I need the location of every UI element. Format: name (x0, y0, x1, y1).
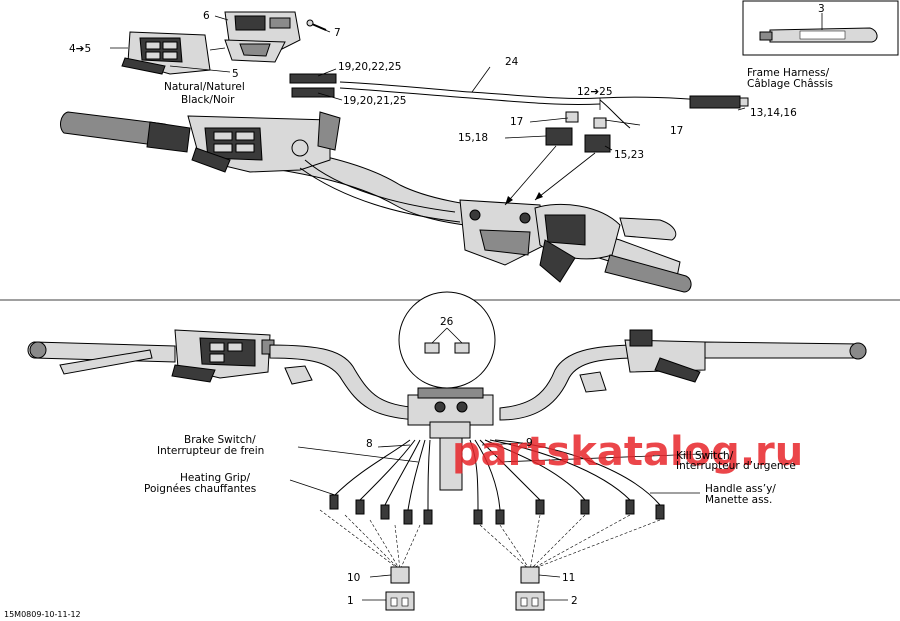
callout-24: 24 (505, 56, 519, 68)
label-heating-grip-line1: Heating Grip/ (180, 472, 251, 484)
left-switch-housing-top (187, 111, 341, 173)
terminal-right (454, 342, 470, 354)
switch-exploded-top-left (121, 11, 327, 75)
label-frame-harness-line2: Câblage Châssis (747, 78, 833, 90)
harness-cable (339, 81, 701, 101)
terminal-left (424, 342, 440, 354)
right-grip-top (604, 254, 692, 293)
inset-box-3 (742, 0, 899, 56)
connector-15-18 (545, 127, 573, 146)
callout-26: 26 (440, 316, 454, 328)
label-handle-assy-line2: Manette ass. (705, 494, 772, 506)
leader-lines (110, 15, 746, 601)
right-throttle-bottom (624, 329, 706, 383)
switch-back-plate (224, 39, 286, 63)
label-brake-switch-line2: Interrupteur de frein (157, 445, 264, 457)
left-switch-bottom (171, 329, 275, 383)
wiring-harness-top (289, 73, 749, 206)
screw-7 (306, 19, 327, 31)
socket-11 (520, 566, 540, 584)
natural-connector (289, 73, 337, 84)
right-throttle-housing-top (534, 203, 677, 283)
callout-6: 6 (203, 10, 210, 22)
housing-1 (385, 591, 415, 611)
callout-1: 1 (347, 595, 354, 607)
callout-10: 10 (347, 572, 360, 584)
frame-harness-connector (689, 95, 741, 109)
center-clamp-bottom (407, 387, 494, 491)
labels: 6 7 4➔5 5 19,20,22,25 Natural/Naturel Bl… (4, 3, 833, 619)
label-natural: Natural/Naturel (164, 81, 245, 93)
top-handlebar-assembly (60, 111, 692, 293)
callout-3: 3 (818, 3, 825, 15)
figure-code: 15M0809-10-11-12 (4, 610, 81, 619)
callout-2: 2 (571, 595, 578, 607)
connector-15-23 (584, 134, 611, 153)
center-clamp-top (459, 199, 546, 266)
callout-19-20-21-25: 19,20,21,25 (343, 95, 406, 107)
socket-10 (390, 566, 410, 584)
label-heating-grip-line2: Poignées chauffantes (144, 483, 256, 495)
label-frame-harness-line1: Frame Harness/ (747, 67, 830, 79)
harness-branch (599, 99, 631, 129)
right-grip-bottom (704, 341, 867, 359)
label-kill-switch-line2: Interrupteur d’urgence (676, 460, 796, 472)
label-handle-assy-line1: Handle ass’y/ (705, 483, 776, 495)
callout-7: 7 (334, 27, 341, 39)
label-kill-switch-line1: Kill Switch/ (676, 450, 734, 462)
callout-13-14-16: 13,14,16 (750, 107, 797, 119)
callout-9: 9 (526, 437, 533, 449)
callout-19-20-22-25: 19,20,22,25 (338, 61, 401, 73)
watermark-text: partskatalog.ru (452, 429, 803, 475)
left-grip-top (60, 111, 166, 147)
callout-11: 11 (562, 572, 575, 584)
callout-15-23: 15,23 (614, 149, 644, 161)
label-black: Black/Noir (181, 94, 235, 106)
inset-circle-26 (398, 291, 496, 389)
label-brake-switch-line1: Brake Switch/ (184, 434, 256, 446)
callout-17-right: 17 (670, 125, 683, 137)
bottom-handlebar-assembly (27, 329, 867, 491)
callout-17-left: 17 (510, 116, 523, 128)
callout-12-25: 12➔25 (577, 86, 613, 98)
callout-5: 5 (232, 68, 239, 80)
callout-4-5: 4➔5 (69, 43, 91, 55)
switch-base-5 (121, 31, 211, 75)
housing-2 (515, 591, 545, 611)
callout-8: 8 (366, 438, 373, 450)
callout-15-18: 15,18 (458, 132, 488, 144)
black-connector (291, 87, 335, 98)
handlebar-bend-right (499, 344, 641, 421)
